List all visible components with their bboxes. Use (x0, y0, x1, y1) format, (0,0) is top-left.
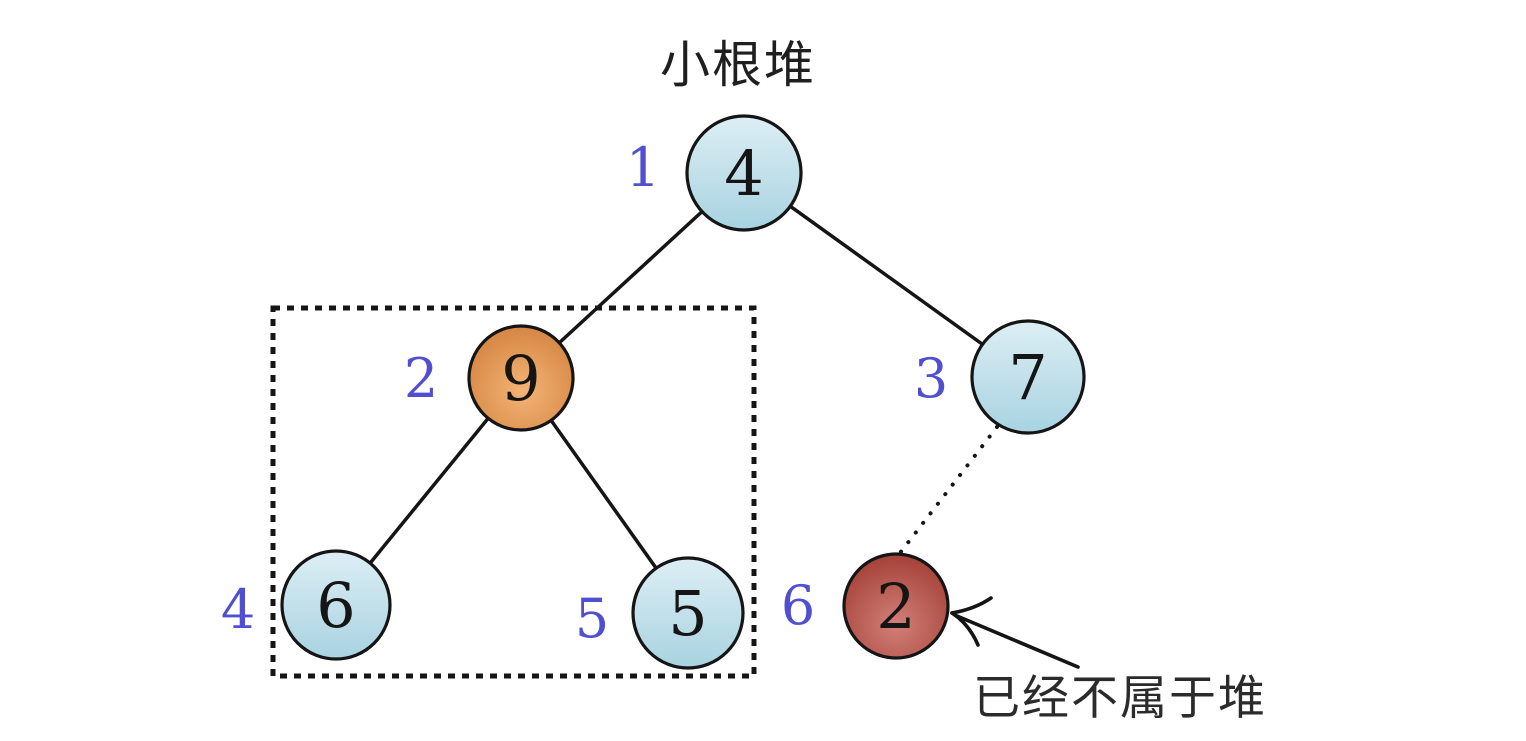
node-value-3: 7 (1008, 341, 1047, 414)
node-index-2: 2 (404, 347, 438, 410)
node-value-4: 6 (316, 569, 355, 642)
node-index-5: 5 (575, 587, 609, 650)
arrow-barb-upper (950, 596, 993, 615)
node-circle-5 (631, 556, 745, 670)
node-value-1: 4 (724, 137, 763, 210)
heap-node-3: 7 3 (914, 319, 1086, 435)
dotted-removed-edge (898, 425, 999, 555)
annotation-label: 已经不属于堆 (973, 671, 1267, 726)
node-index-1: 1 (626, 136, 660, 199)
node-value-6: 2 (876, 570, 915, 643)
node-value-5: 5 (668, 577, 707, 650)
subheap-dashed-box (270, 305, 757, 679)
node-circle-6 (842, 552, 950, 660)
heap-node-1: 4 1 (626, 114, 803, 232)
node-circle-3 (970, 319, 1086, 435)
arrow-shaft (955, 614, 1080, 669)
node-circle-2 (467, 324, 575, 432)
node-index-4: 4 (221, 578, 255, 641)
node-circle-4 (280, 549, 392, 661)
node-circle-1 (685, 114, 803, 232)
heap-node-2: 9 2 (404, 324, 575, 432)
node-index-6: 6 (781, 574, 815, 637)
heap-node-4: 6 4 (221, 549, 392, 661)
diagram-title: 小根堆 (660, 36, 816, 94)
heap-node-5: 5 5 (575, 556, 745, 670)
heap-node-6-extracted: 2 6 (781, 552, 950, 660)
annotation-arrow-icon (950, 596, 1080, 669)
node-value-2: 9 (501, 342, 540, 415)
node-index-3: 3 (914, 347, 948, 410)
arrow-barb-lower (950, 611, 980, 647)
